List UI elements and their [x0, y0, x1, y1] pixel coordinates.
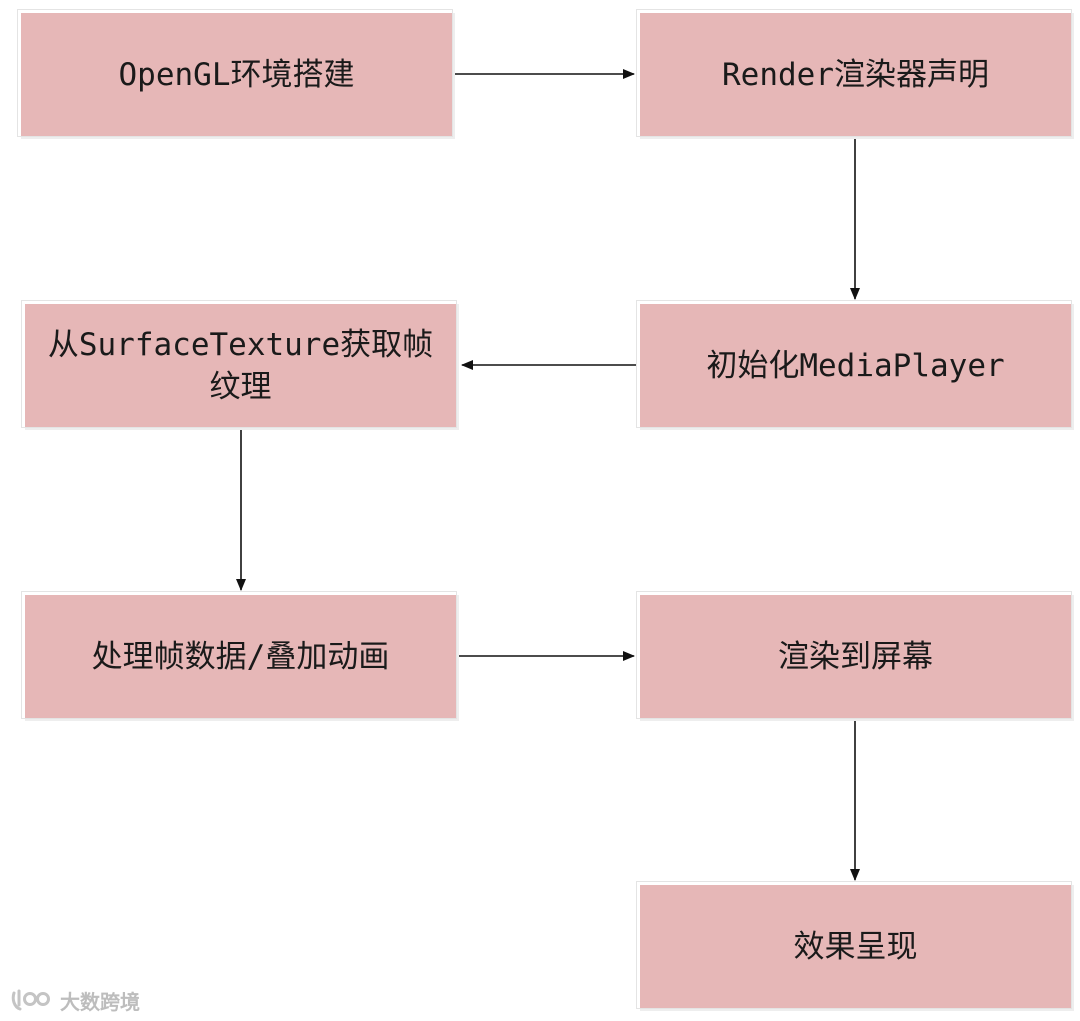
- node-label: 渲染到屏幕: [778, 638, 933, 675]
- node-effect-present: 效果呈现: [637, 882, 1071, 1008]
- node-label: 初始化MediaPlayer: [706, 347, 1005, 384]
- node-render-to-screen: 渲染到屏幕: [637, 592, 1071, 718]
- node-opengl-setup: OpenGL环境搭建: [18, 10, 452, 136]
- watermark-logo-icon: [11, 989, 50, 1011]
- watermark: 大数跨境: [10, 986, 140, 1014]
- node-get-frame-texture: 从SurfaceTexture获取帧 纹理: [22, 301, 456, 427]
- node-label: OpenGL环境搭建: [118, 56, 355, 93]
- node-label: Render渲染器声明: [722, 56, 989, 93]
- node-label: 从SurfaceTexture获取帧 纹理: [47, 326, 434, 405]
- node-label: 效果呈现: [793, 928, 918, 965]
- node-process-frame: 处理帧数据/叠加动画: [22, 592, 456, 718]
- node-render-declare: Render渲染器声明: [637, 10, 1071, 136]
- node-init-mediaplayer: 初始化MediaPlayer: [637, 301, 1071, 427]
- node-label: 处理帧数据/叠加动画: [91, 638, 390, 675]
- watermark-text: 大数跨境: [60, 989, 140, 1014]
